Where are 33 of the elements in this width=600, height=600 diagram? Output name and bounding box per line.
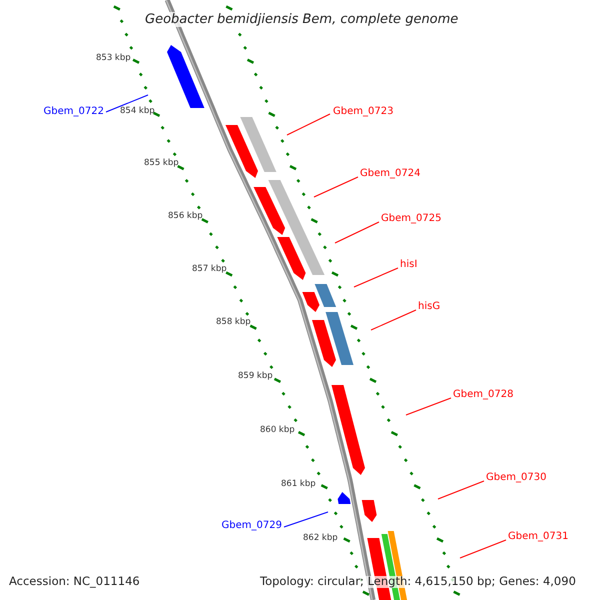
tick-label: 854 kbp [120, 107, 155, 116]
tick-label: 856 kbp [168, 212, 203, 220]
gene-label: Gbem_0722 [44, 107, 104, 117]
tick-label: 857 kbp [192, 265, 227, 274]
leader-line [370, 310, 416, 330]
leader-line [354, 268, 398, 288]
gene-label: Gbem_0724 [360, 169, 420, 179]
leader-line [460, 540, 506, 558]
gene-label: Gbem_0725 [381, 214, 442, 224]
gene-label: Gbem_0723 [333, 107, 394, 117]
leader-line [406, 398, 452, 416]
tick-label: 860 kbp [260, 426, 295, 434]
accession-text: Accession: NC_011146 [9, 576, 140, 588]
leader-line [334, 222, 380, 244]
tick-label: 861 kbp [281, 480, 316, 488]
title: Geobacter bemidjiensis Bem, complete genome [145, 12, 458, 27]
gene-label: Gbem_0731 [508, 532, 568, 542]
leader-line [284, 512, 328, 528]
gene-label: Gbem_0728 [453, 390, 514, 400]
tick-label: 853 kbp [96, 54, 131, 62]
gene-label: Gbem_0730 [486, 473, 546, 483]
gene-label: hisG [418, 302, 440, 312]
tick-label: 855 kbp [144, 159, 179, 168]
genome-info-text: Topology: circular; Length: 4,615,150 bp; Genes: 4,090 [260, 576, 576, 588]
leader-line [286, 114, 330, 136]
leader-line [314, 176, 358, 198]
gene-label: hisI [400, 260, 418, 270]
leader-line [438, 480, 484, 500]
tick-label: 859 kbp [238, 372, 273, 380]
tick-label: 862 kbp [303, 534, 338, 542]
tick-label: 858 kbp [216, 318, 251, 326]
gene-label: Gbem_0729 [222, 521, 282, 531]
leader-line [106, 94, 148, 112]
